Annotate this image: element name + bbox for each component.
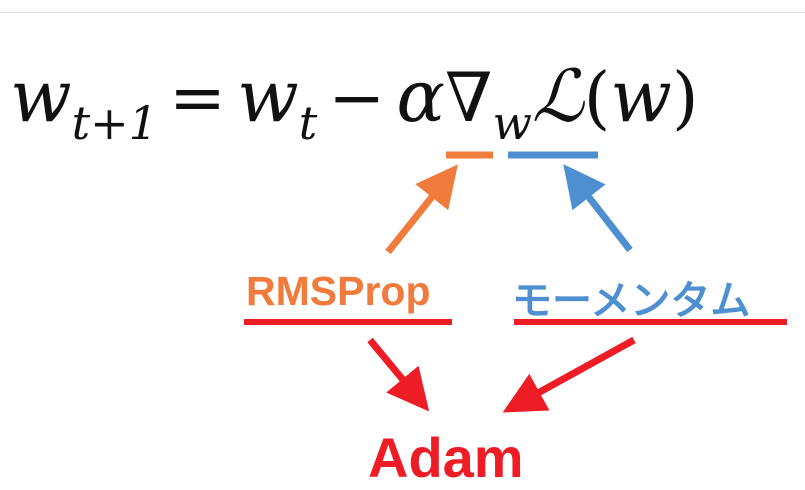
- weight-symbol-current: w: [237, 54, 299, 138]
- paren-open: (: [583, 59, 611, 138]
- learning-rate-alpha: α: [396, 54, 446, 138]
- equals-sign: =: [169, 59, 227, 138]
- rmsprop-label: RMSProp: [246, 268, 431, 314]
- rmsprop-arrow: [385, 164, 458, 255]
- paren-close: ): [671, 59, 699, 138]
- top-border: [0, 0, 805, 13]
- gradient-nabla: ∇: [445, 59, 493, 138]
- adam-label: Adam: [368, 426, 524, 489]
- momentum-to-adam-arrow: [502, 336, 636, 413]
- loss-argument: w: [610, 54, 672, 138]
- rmsprop-to-adam-arrow: [367, 337, 430, 412]
- momentum-label: モーメンタム: [512, 279, 751, 323]
- weight-symbol: w: [10, 54, 72, 138]
- loss-symbol: ℒ: [531, 54, 584, 138]
- minus-sign: −: [328, 59, 386, 138]
- step-subscript: t: [298, 96, 318, 150]
- gradient-subscript: w: [492, 96, 532, 150]
- update-rule-formula: wt+1 = wt − α∇wℒ(w): [10, 60, 698, 146]
- momentum-arrow: [563, 164, 633, 253]
- next-step-subscript: t+1: [71, 96, 158, 150]
